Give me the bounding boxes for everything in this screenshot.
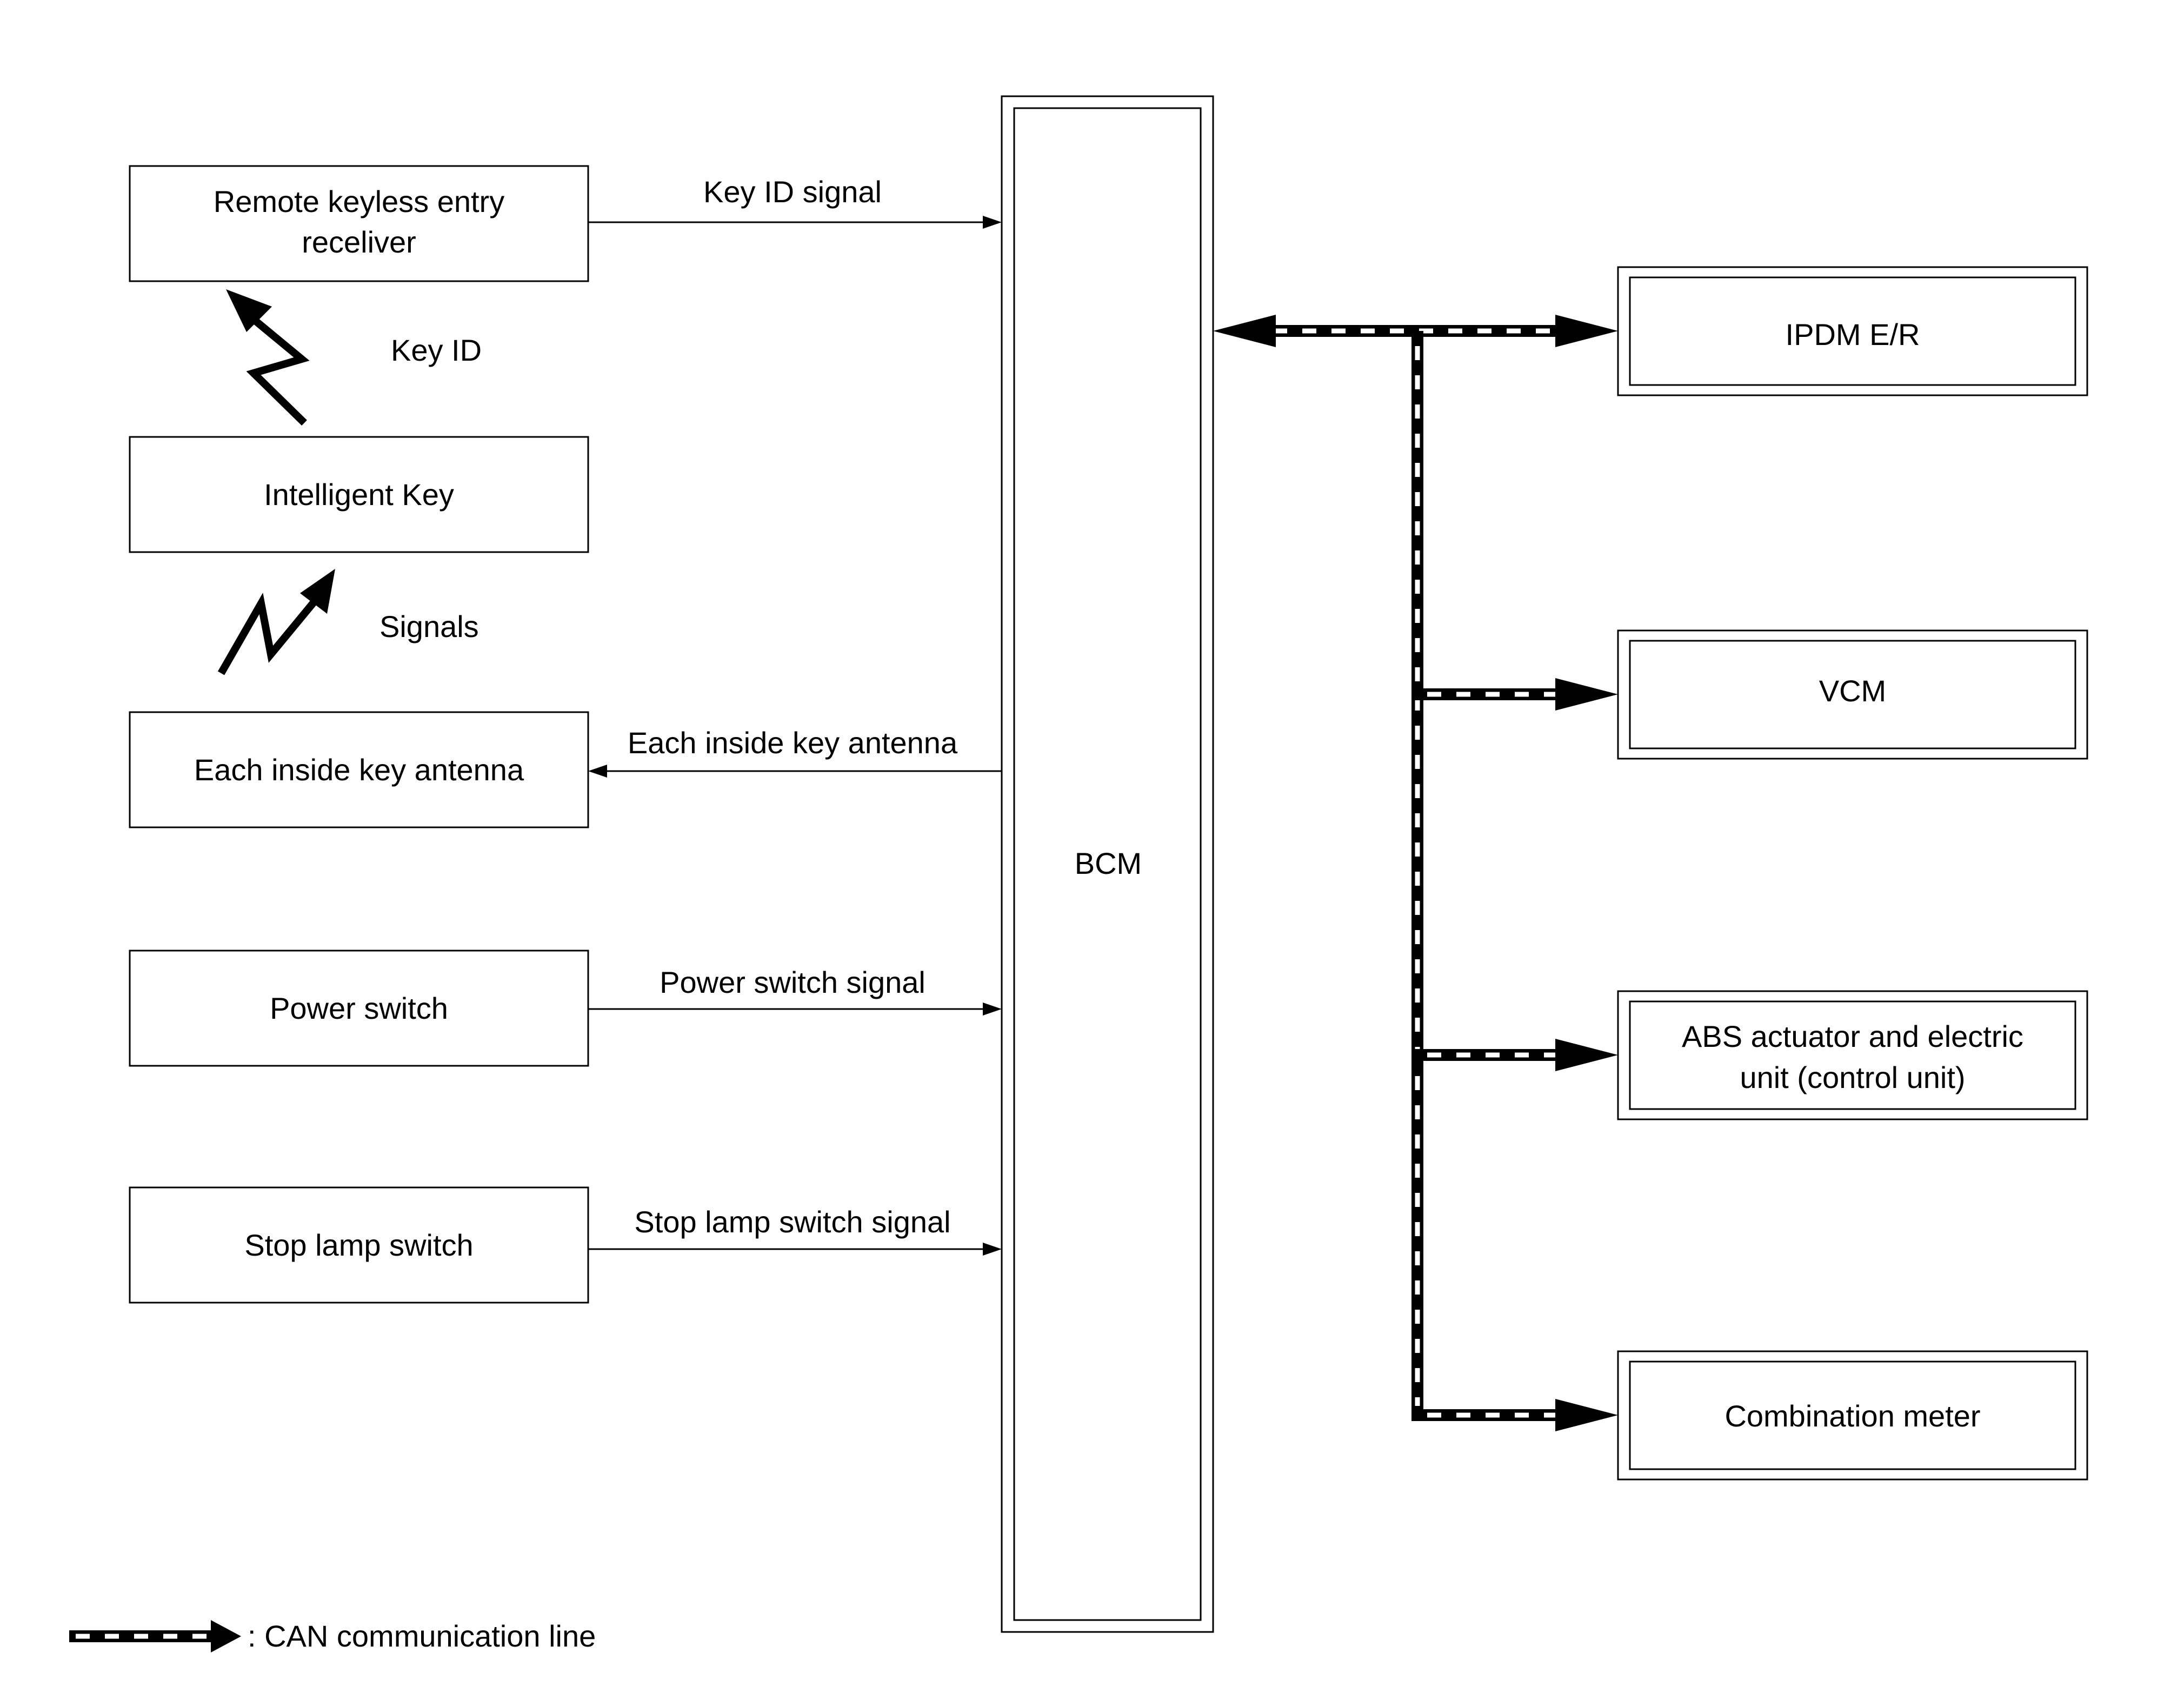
power-switch-label: Power switch (270, 991, 448, 1025)
ipdm-er-box: IPDM E/R (1617, 266, 2088, 396)
can-bus-lines (1273, 325, 1557, 1421)
can-arrowhead-combination-meter (1555, 1399, 1618, 1431)
bcm-label: BCM (1075, 846, 1142, 880)
key-id-signal-arrow (588, 216, 1002, 229)
stop-lamp-switch-label: Stop lamp switch (244, 1228, 473, 1262)
power-switch-box: Power switch (129, 950, 589, 1067)
stop-lamp-switch-signal-arrow (588, 1243, 1002, 1256)
inside-key-antenna-label: Each inside key antenna (194, 753, 524, 787)
legend-can-arrowhead (211, 1620, 241, 1652)
can-arrowhead-abs (1555, 1039, 1618, 1071)
inside-key-antenna-signal-arrow (588, 765, 1002, 778)
key-id-wireless-icon (226, 289, 310, 426)
can-arrowhead-vcm (1555, 678, 1618, 711)
abs-actuator-box: ABS actuator and electric unit (control … (1617, 990, 2088, 1120)
remote-keyless-entry-receiver-box: Remote keyless entry receliver (129, 165, 589, 282)
remote-keyless-receiver-label-line2: receliver (302, 225, 416, 259)
inside-key-antenna-signal-label: Each inside key antenna (628, 726, 958, 760)
bcm-box: BCM (1001, 95, 1214, 1633)
stop-lamp-switch-signal-label: Stop lamp switch signal (634, 1205, 950, 1239)
power-switch-signal-label: Power switch signal (660, 965, 925, 999)
key-id-signal-label: Key ID signal (703, 175, 882, 209)
vcm-label: VCM (1819, 674, 1886, 708)
can-arrowhead-bcm (1213, 315, 1276, 347)
legend-can-label: : CAN communication line (248, 1619, 596, 1653)
ipdm-label: IPDM E/R (1786, 317, 1920, 351)
abs-label-line2: unit (control unit) (1740, 1060, 1965, 1094)
can-arrowhead-ipdm (1555, 315, 1618, 347)
intelligent-key-box: Intelligent Key (129, 436, 589, 553)
remote-keyless-receiver-label-line1: Remote keyless entry (214, 184, 504, 218)
stop-lamp-switch-box: Stop lamp switch (129, 1186, 589, 1304)
intelligent-key-label: Intelligent Key (264, 477, 454, 512)
legend: : CAN communication line (69, 1619, 596, 1653)
signals-wireless-icon (217, 569, 335, 675)
signals-wireless-label: Signals (379, 609, 479, 643)
combination-meter-box: Combination meter (1617, 1350, 2088, 1481)
power-switch-signal-arrow (588, 1003, 1002, 1016)
key-id-wireless-label: Key ID (391, 333, 482, 367)
abs-label-line1: ABS actuator and electric (1682, 1019, 2023, 1053)
combination-meter-label: Combination meter (1724, 1399, 1980, 1433)
each-inside-key-antenna-box: Each inside key antenna (129, 711, 589, 828)
vcm-box: VCM (1617, 629, 2088, 760)
